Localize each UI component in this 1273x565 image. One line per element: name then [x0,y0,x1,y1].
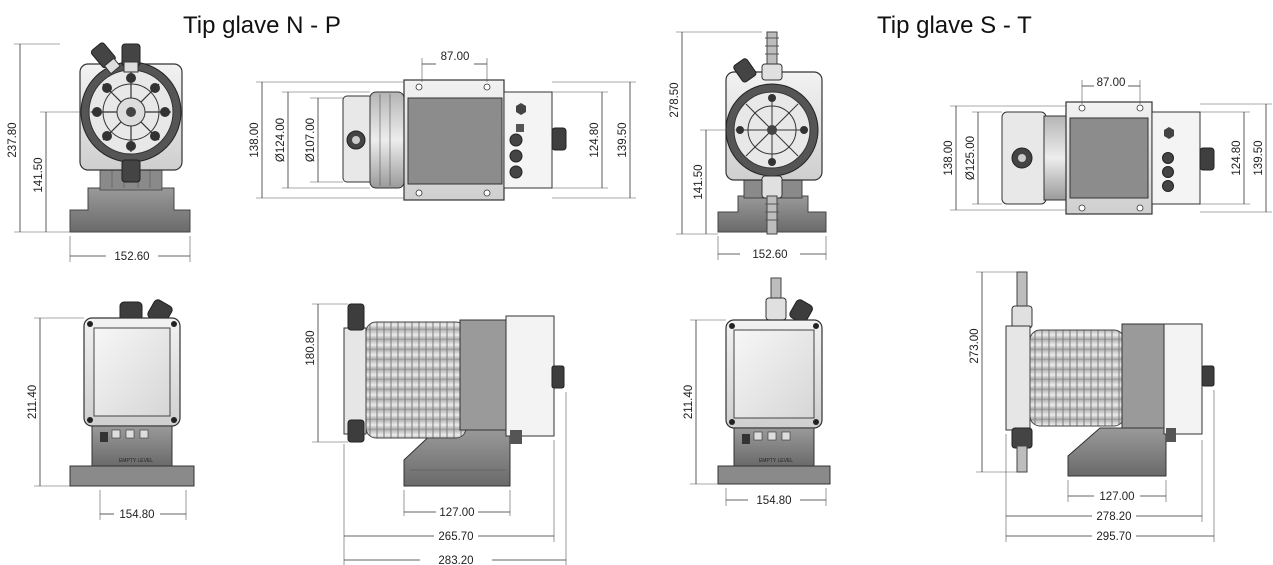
title-head-type-np: Tip glave N - P [183,12,341,39]
st-side-w2-label: 278.20 [1096,511,1131,523]
st-front-height-label: 278.50 [669,82,681,117]
st-side-view: 273.00 127.00 278.20 295.70 [969,271,1215,543]
st-top-h3-label: 139.50 [1253,140,1265,175]
st-top-view: 87.00 138.00 Ø125.00 124.80 139.50 [943,77,1272,215]
np-top-dia1-label: Ø124.00 [275,118,287,162]
np-top-spacing-label: 87.00 [441,51,470,63]
np-back-width-label: 154.80 [119,509,154,521]
st-back-view: EMPTY LEVEL 211.40 154.80 [683,277,831,507]
np-side-w3-label: 283.20 [438,555,473,565]
np-front-view: 237.80 141.50 152.60 [7,42,191,263]
st-back-width-label: 154.80 [756,495,791,507]
st-back-height-label: 211.40 [683,385,695,419]
np-top-dia2-label: Ø107.00 [305,118,317,162]
st-side-height-label: 273.00 [969,328,981,363]
st-top-h1-label: 138.00 [943,140,955,175]
st-top-dia1-label: Ø125.00 [965,136,977,180]
st-front-axis-height-label: 141.50 [693,164,705,199]
st-top-h2-label: 124.80 [1231,140,1243,175]
np-back-view: EMPTY LEVEL 211.40 154.80 [27,299,195,521]
st-front-view: 278.50 141.50 152.60 [669,31,827,261]
np-side-w1-label: 127.00 [439,507,474,519]
np-side-w2-label: 265.70 [438,531,473,543]
np-top-h1-label: 138.00 [249,122,261,157]
st-side-w3-label: 295.70 [1096,531,1131,543]
st-back-empty-level-label: EMPTY LEVEL [759,458,793,464]
np-top-view: 87.00 138.00 Ø124.00 Ø107.00 124.80 139.… [249,51,636,201]
title-head-type-st: Tip glave S - T [877,12,1032,39]
np-side-view: 180.80 127.00 265.70 283.20 [305,303,567,565]
st-top-spacing-label: 87.00 [1097,77,1126,89]
st-side-w1-label: 127.00 [1099,491,1134,503]
np-front-height-label: 237.80 [7,122,19,157]
np-back-height-label: 211.40 [27,385,39,419]
np-back-empty-level-label: EMPTY LEVEL [119,458,153,464]
np-top-h2-label: 124.80 [589,122,601,157]
np-side-height-label: 180.80 [305,330,317,365]
np-front-width-label: 152.60 [114,251,149,263]
np-top-h3-label: 139.50 [617,122,629,157]
np-front-axis-height-label: 141.50 [33,157,45,192]
st-front-width-label: 152.60 [752,249,787,261]
